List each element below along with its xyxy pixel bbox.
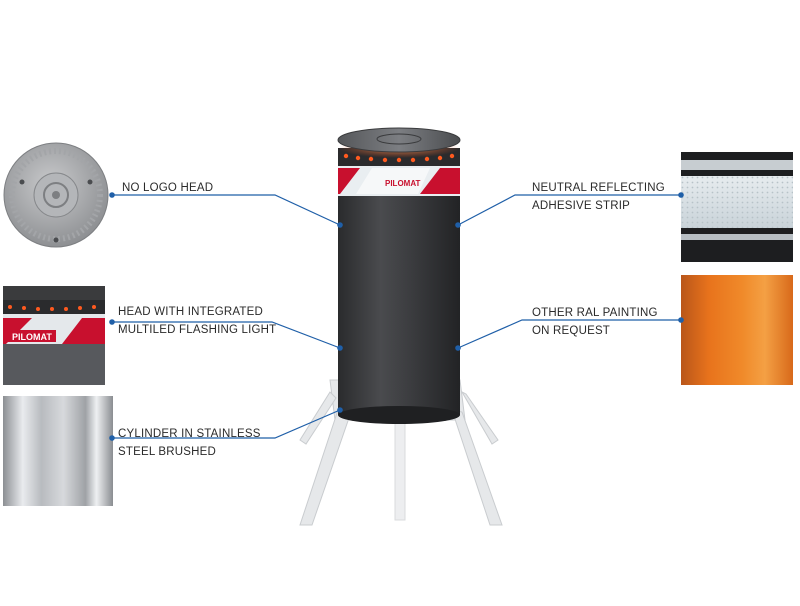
bollard-cap (337, 127, 461, 153)
leader-stainless (112, 409, 341, 439)
callout-flashing-light-line1: HEAD WITH INTEGRATED (118, 306, 263, 318)
thumbnail-flashing-head: PILOMAT (3, 286, 105, 385)
callout-ral-painting-line2: ON REQUEST (532, 325, 611, 337)
thumbnail-no-logo-head (3, 142, 109, 248)
leader-flashing-light (112, 321, 341, 349)
thumbnail-brand-text: PILOMAT (12, 332, 52, 342)
leader-dots (109, 192, 684, 441)
thumbnail-reflecting-strip (681, 152, 793, 262)
callout-ral-painting: OTHER RAL PAINTING ON REQUEST (532, 304, 658, 340)
callout-reflecting-strip: NEUTRAL REFLECTING ADHESIVE STRIP (532, 179, 665, 215)
bollard-bottom (338, 406, 460, 424)
bollard: PILOMAT (337, 127, 461, 424)
callout-stainless-line1: CYLINDER IN STAINLESS (118, 428, 261, 440)
callout-reflecting-strip-line1: NEUTRAL REFLECTING (532, 182, 665, 194)
thumbnail-stainless-cylinder (3, 396, 113, 506)
bollard-body (338, 195, 460, 415)
leader-reflecting-strip (457, 194, 681, 226)
callout-no-logo-head: NO LOGO HEAD (122, 179, 213, 197)
leader-no-logo-head (112, 194, 341, 226)
callout-flashing-light-line2: MULTILED FLASHING LIGHT (118, 324, 277, 336)
thumbnail-ral-painting (681, 275, 793, 385)
callout-flashing-light: HEAD WITH INTEGRATED MULTILED FLASHING L… (118, 303, 276, 339)
callout-stainless: CYLINDER IN STAINLESS STEEL BRUSHED (118, 425, 261, 461)
callout-reflecting-strip-line2: ADHESIVE STRIP (532, 200, 631, 212)
leader-ral-painting (457, 319, 681, 349)
leader-lines (112, 194, 681, 439)
callout-no-logo-head-line1: NO LOGO HEAD (122, 182, 214, 194)
led-lights (343, 153, 455, 163)
callout-stainless-line2: STEEL BRUSHED (118, 446, 217, 458)
bollard-brand-text: PILOMAT (385, 179, 421, 188)
callout-ral-painting-line1: OTHER RAL PAINTING (532, 307, 658, 319)
